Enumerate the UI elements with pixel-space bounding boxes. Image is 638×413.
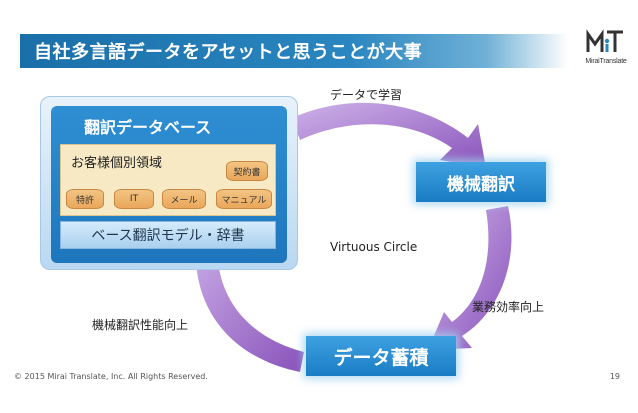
database-title: 翻訳データベース <box>84 118 212 137</box>
logo-mark-icon <box>586 29 623 52</box>
client-area-label: お客様個別領域 <box>71 156 163 171</box>
label-performance: 機械翻訳性能向上 <box>92 318 189 332</box>
client-item-manual: マニュアル <box>216 189 272 209</box>
title-bar: 自社多言語データをアセットと思うことが大事 <box>20 34 568 68</box>
client-item-it: IT <box>114 189 154 209</box>
page-number: 19 <box>609 372 620 381</box>
arrow-efficiency <box>428 206 512 350</box>
base-translation-model: ベース翻訳モデル・辞書 <box>60 221 276 249</box>
arrow-learn <box>292 102 486 168</box>
mirai-translate-logo: MiraiTranslate <box>581 28 631 72</box>
contract-item: 契約書 <box>226 161 268 181</box>
label-efficiency: 業務効率向上 <box>472 300 545 314</box>
client-item-patent: 特許 <box>66 189 104 209</box>
slide-title: 自社多言語データをアセットと思うことが大事 <box>34 42 423 63</box>
copyright: © 2015 Mirai Translate, Inc. All Rights … <box>14 372 208 381</box>
arrow-performance <box>182 236 304 372</box>
node-machine-translation: 機械翻訳 <box>416 162 546 202</box>
logo-text: MiraiTranslate <box>585 58 627 65</box>
node-data-accumulation: データ蓄積 <box>306 336 456 376</box>
label-learn: データで学習 <box>330 88 403 102</box>
label-virtuous-circle: Virtuous Circle <box>330 240 418 254</box>
client-item-mail: メール <box>162 189 206 209</box>
